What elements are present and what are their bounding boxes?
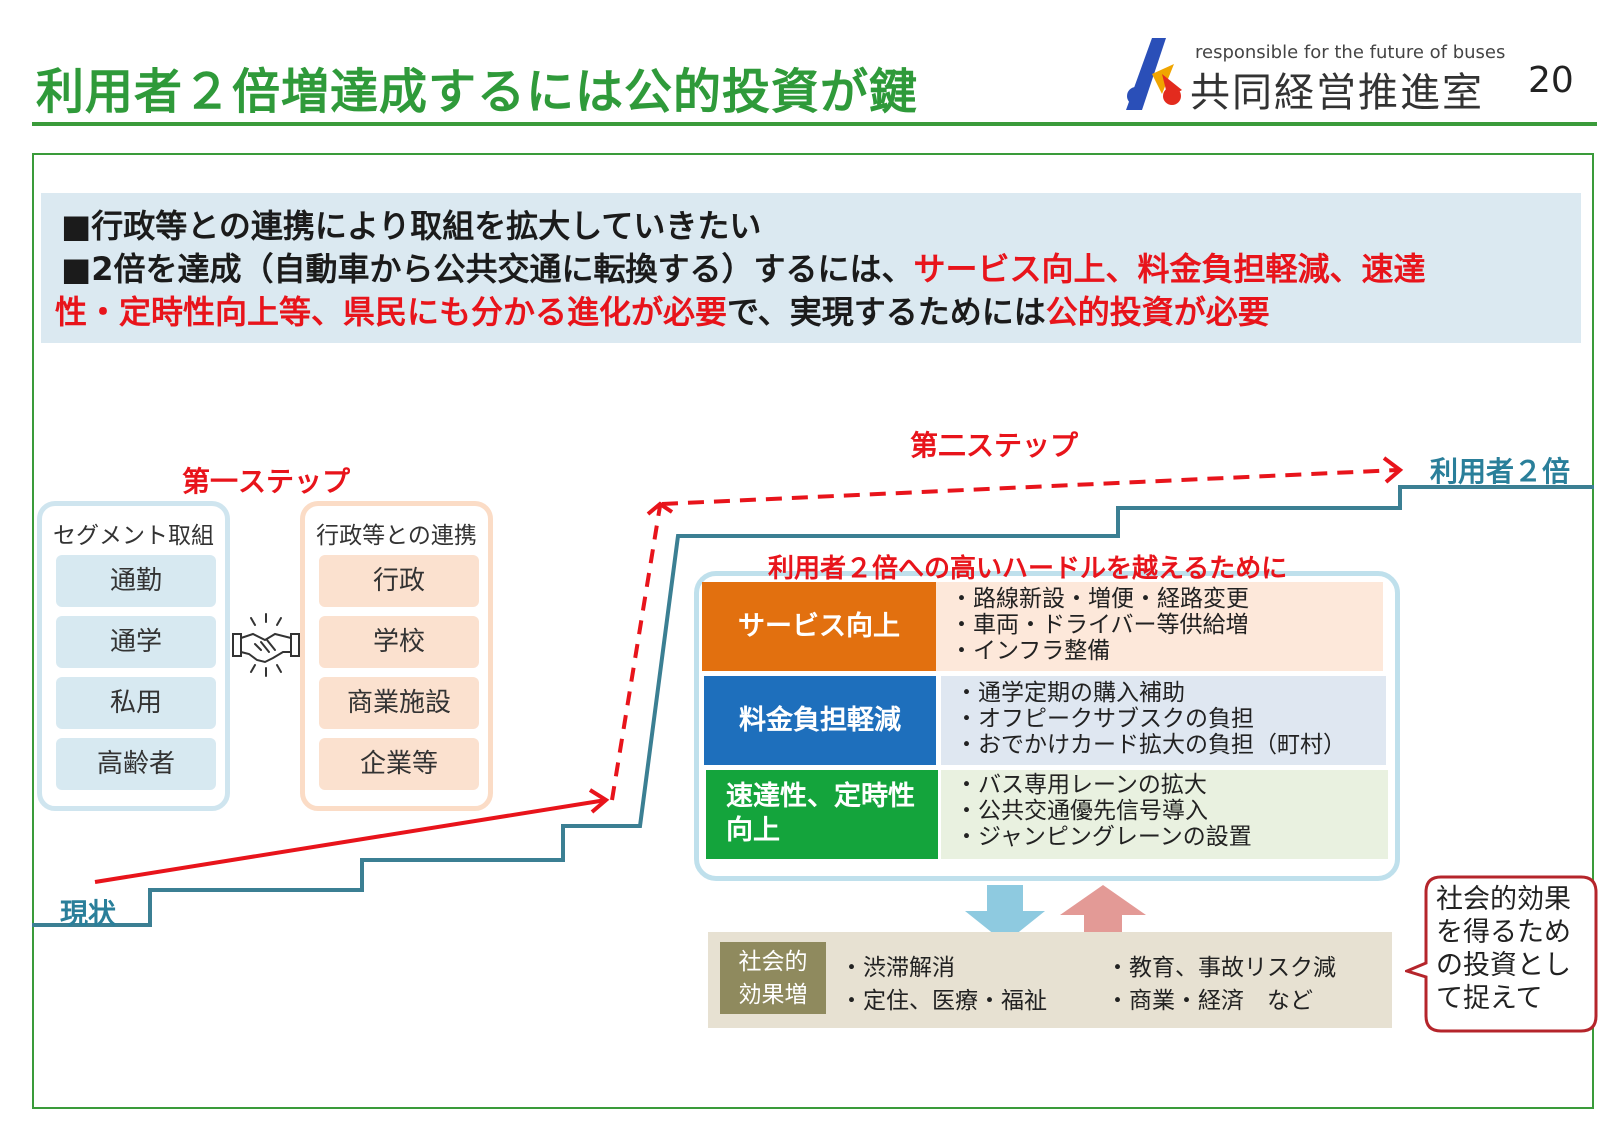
message-box: ■行政等との連携により取組を拡大していきたい ■2倍を達成（自動車から公共交通に… — [41, 193, 1581, 343]
hurdle-detail: ・通学定期の購入補助 — [955, 680, 1185, 706]
segment-panel-title: セグメント取組 — [53, 523, 214, 549]
logo-tagline: responsible for the future of buses — [1195, 42, 1506, 63]
step2-rise-arrow — [610, 505, 662, 801]
target-label: 利用者２倍 — [1430, 455, 1571, 488]
hurdle-details-service: ・路線新設・増便・経路変更 ・車両・ドライバー等供給増 ・インフラ整備 — [936, 582, 1383, 671]
government-item: 行政 — [319, 555, 479, 607]
hurdle-details-fare: ・通学定期の購入補助 ・オフピークサブスクの負担 ・おでかけカード拡大の負担（町… — [941, 676, 1386, 765]
callout-line: の投資とし — [1436, 950, 1571, 981]
content-frame — [32, 153, 1594, 1109]
hurdle-details-speed: ・バス専用レーンの拡大 ・公共交通優先信号導入 ・ジャンピングレーンの設置 — [941, 770, 1388, 859]
segment-item: 私用 — [56, 677, 216, 729]
hurdle-detail: ・ジャンピングレーンの設置 — [955, 824, 1252, 850]
stair-line — [32, 485, 1594, 927]
segment-panel: セグメント取組 通勤 通学 私用 高齢者 — [37, 501, 230, 811]
hurdle-label-speed: 速達性、定時性 向上 — [706, 770, 938, 859]
step1-label: 第一ステップ — [182, 465, 351, 498]
government-panel: 行政等との連携 行政 学校 商業施設 企業等 — [300, 501, 493, 811]
logo-name: 共同経営推進室 — [1190, 70, 1484, 116]
hurdle-title: 利用者２倍への高いハードルを越えるために — [768, 554, 1288, 584]
social-effect-item: ・商業・経済 など — [1106, 988, 1313, 1014]
message-line-2-red: サービス向上、料金負担軽減、速達 — [913, 250, 1426, 288]
social-effect-item: ・教育、事故リスク減 — [1106, 955, 1336, 981]
segment-item: 通勤 — [56, 555, 216, 607]
hurdle-label-fare: 料金負担軽減 — [704, 676, 936, 765]
message-line-2: ■2倍を達成（自動車から公共交通に転換する）するには、サービス向上、料金負担軽減… — [61, 244, 1426, 290]
handshake-icon — [232, 613, 300, 677]
government-item: 学校 — [319, 616, 479, 668]
hurdle-detail: ・車両・ドライバー等供給増 — [950, 612, 1249, 638]
message-line-2-prefix: ■2倍を達成（自動車から公共交通に転換する）するには、 — [61, 250, 914, 288]
segment-item: 高齢者 — [56, 738, 216, 790]
segment-item: 通学 — [56, 616, 216, 668]
hurdle-label-speed-line2: 向上 — [726, 815, 780, 846]
title-divider — [32, 122, 1597, 126]
social-effect-label: 社会的 効果増 — [720, 942, 826, 1014]
message-line-1: ■行政等との連携により取組を拡大していきたい — [61, 207, 762, 245]
hurdle-detail: ・バス専用レーンの拡大 — [955, 772, 1207, 798]
social-effect-label-line1: 社会的 — [738, 949, 808, 975]
message-line-3-red-2: 公的投資が必要 — [1045, 293, 1270, 331]
page-number: 20 — [1528, 60, 1574, 101]
step1-arrowhead — [588, 788, 610, 814]
message-line-3-mid: で、実現するためには — [727, 293, 1046, 331]
hurdle-label-service: サービス向上 — [702, 582, 936, 671]
step2-label: 第二ステップ — [910, 429, 1079, 462]
callout-text: 社会的効果 を得るため の投資とし て捉えて — [1436, 883, 1586, 1015]
government-item: 商業施設 — [319, 677, 479, 729]
hurdle-detail: ・インフラ整備 — [950, 638, 1111, 664]
step2-rise-arrowhead — [646, 501, 674, 516]
social-effect-item: ・渋滞解消 — [840, 955, 955, 981]
hurdle-detail: ・おでかけカード拡大の負担（町村） — [955, 732, 1346, 758]
callout-line: を得るため — [1436, 917, 1571, 948]
company-logo — [1126, 38, 1182, 110]
government-item: 企業等 — [319, 738, 479, 790]
callout-line: て捉えて — [1436, 983, 1543, 1014]
hurdle-label-speed-line1: 速達性、定時性 — [726, 781, 915, 812]
page-title: 利用者２倍増達成するには公的投資が鍵 — [36, 64, 919, 120]
social-effect-item: ・定住、医療・福祉 — [840, 988, 1047, 1014]
step1-arrow — [94, 798, 607, 884]
current-label: 現状 — [60, 897, 117, 930]
hurdle-detail: ・路線新設・増便・経路変更 — [950, 586, 1249, 612]
message-line-3-red-1: 性・定時性向上等、県民にも分かる進化が必要 — [55, 293, 728, 331]
social-effect-label-line2: 効果増 — [738, 982, 808, 1008]
arrow-up-icon — [1060, 885, 1146, 943]
hurdle-detail: ・公共交通優先信号導入 — [955, 798, 1208, 824]
hurdle-detail: ・オフピークサブスクの負担 — [955, 706, 1254, 732]
step2-arrow — [661, 468, 1399, 506]
government-panel-title: 行政等との連携 — [316, 523, 477, 549]
callout-bubble — [1405, 875, 1598, 1033]
callout-line: 社会的効果 — [1436, 884, 1571, 915]
arrow-down-icon — [965, 885, 1045, 943]
step2-arrowhead — [1382, 456, 1404, 484]
message-line-3: 性・定時性向上等、県民にも分かる進化が必要で、実現するためには公的投資が必要 — [55, 287, 1270, 333]
